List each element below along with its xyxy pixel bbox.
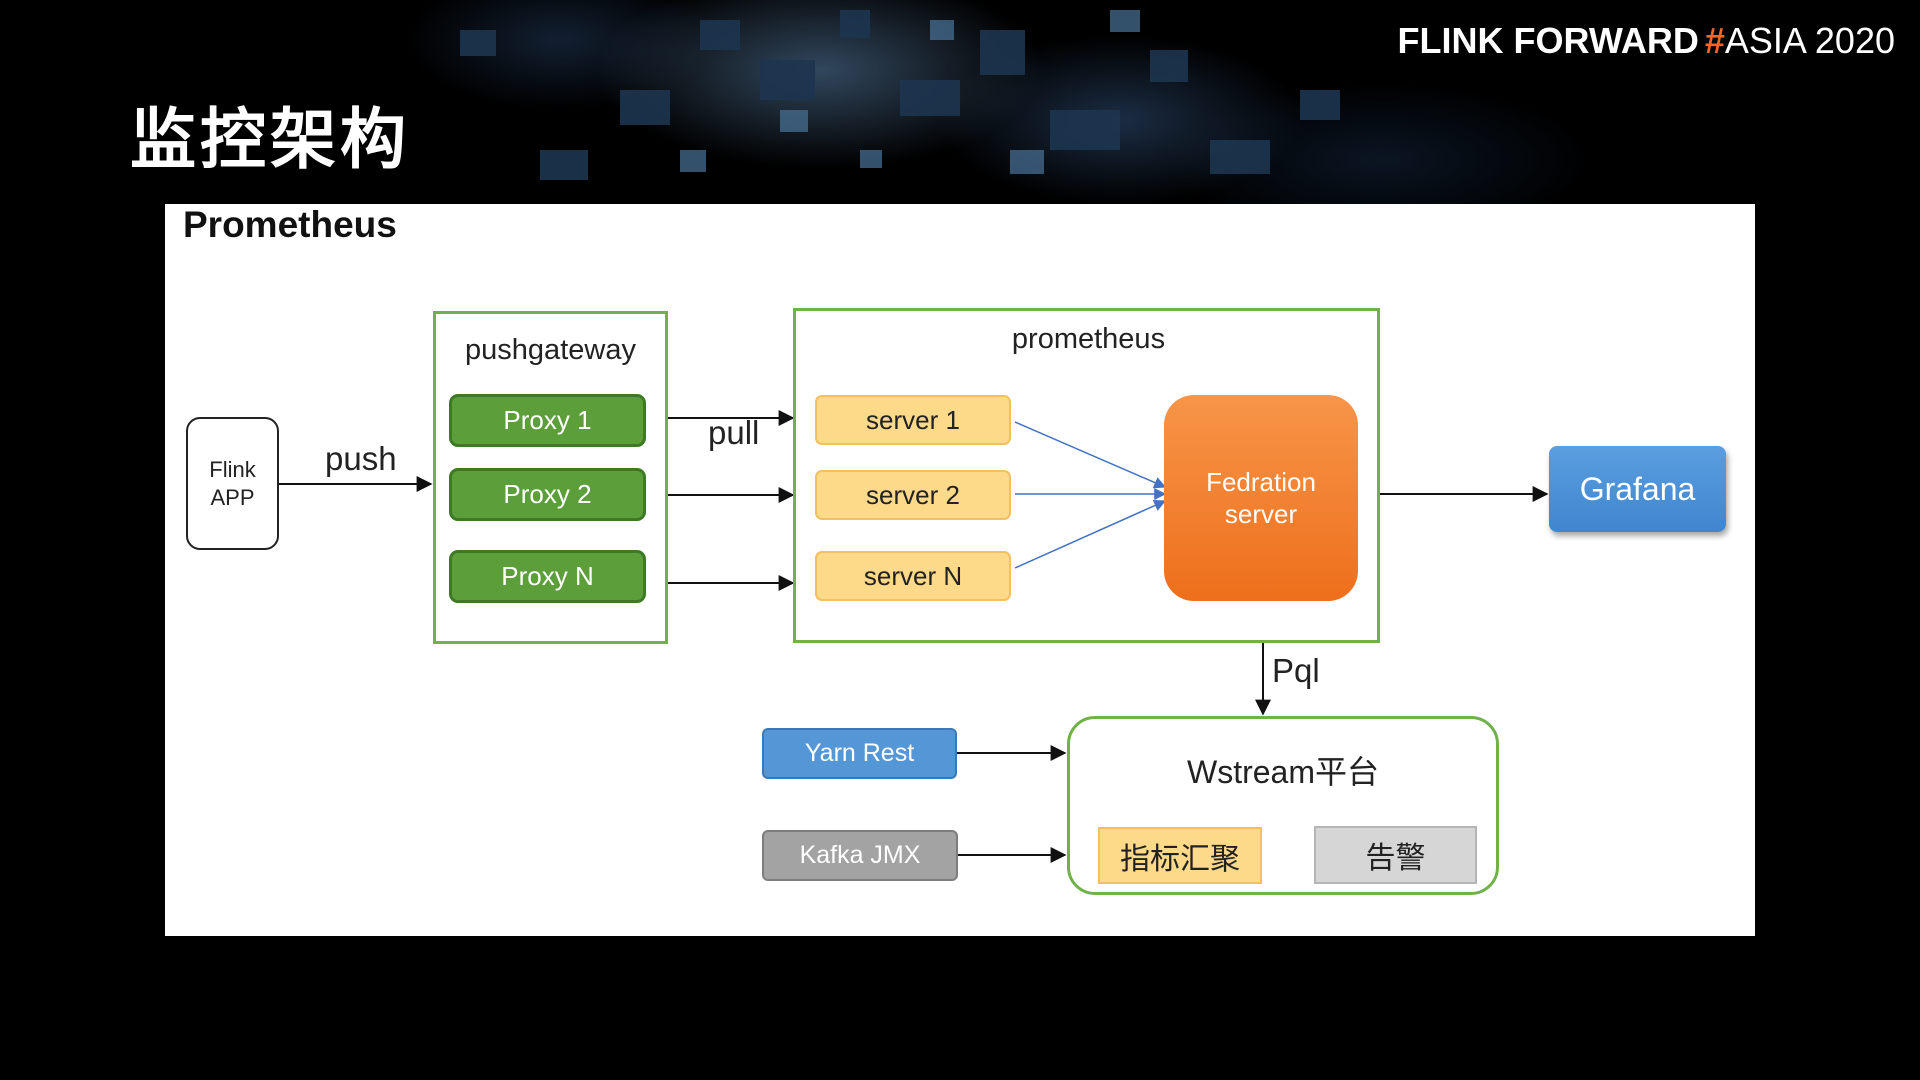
brand-flink-forward: FLINK FORWARD	[1397, 20, 1699, 61]
pushgateway-group: pushgateway	[433, 311, 668, 644]
event-brand-logo: FLINK FORWARD#ASIA 2020	[1398, 20, 1895, 62]
proxy-n-node: Proxy N	[449, 550, 646, 603]
alert-node: 告警	[1314, 826, 1477, 884]
prometheus-group: prometheus	[793, 308, 1380, 643]
slide-title: 监控架构	[130, 101, 410, 178]
prometheus-label: prometheus	[1011, 323, 1166, 355]
federation-server-node: Fedration server	[1164, 395, 1358, 601]
diagram-edges	[279, 410, 1549, 863]
pql-edge-label: Pql	[1272, 652, 1320, 689]
server-1-node: server 1	[815, 395, 1011, 445]
brand-hash: #	[1704, 20, 1725, 61]
flink-app-line2: APP	[210, 484, 255, 510]
federation-line2: server	[1224, 499, 1298, 529]
server-n-node: server N	[815, 551, 1011, 601]
banner-circuit-decoration	[460, 10, 1340, 180]
flink-app-line1: Flink	[209, 457, 256, 482]
diagram-title: Prometheus	[183, 204, 397, 245]
proxy-2-node: Proxy 2	[449, 468, 646, 521]
pull-edge-label: pull	[708, 414, 760, 451]
federation-line1: Fedration	[1206, 466, 1316, 497]
metric-aggregation-node: 指标汇聚	[1098, 827, 1262, 884]
edge-server1-to-federation	[1014, 421, 1167, 489]
push-edge-label: push	[325, 440, 397, 477]
wstream-platform-node: Wstream平台	[1067, 716, 1499, 895]
proxy-1-node: Proxy 1	[449, 394, 646, 447]
kafka-jmx-node: Kafka JMX	[762, 830, 958, 881]
flink-app-node: Flink APP	[186, 417, 279, 550]
wstream-label: Wstream平台	[1186, 754, 1379, 790]
server-2-node: server 2	[815, 470, 1011, 520]
brand-asia-2020: ASIA 2020	[1724, 20, 1895, 61]
yarn-rest-node: Yarn Rest	[762, 728, 957, 779]
pushgateway-label: pushgateway	[465, 334, 636, 366]
grafana-node: Grafana	[1549, 446, 1726, 532]
diagram-panel: Prometheus Flink APP push pull Pql pus	[165, 204, 1755, 936]
edge-servern-to-federation	[1014, 499, 1167, 569]
